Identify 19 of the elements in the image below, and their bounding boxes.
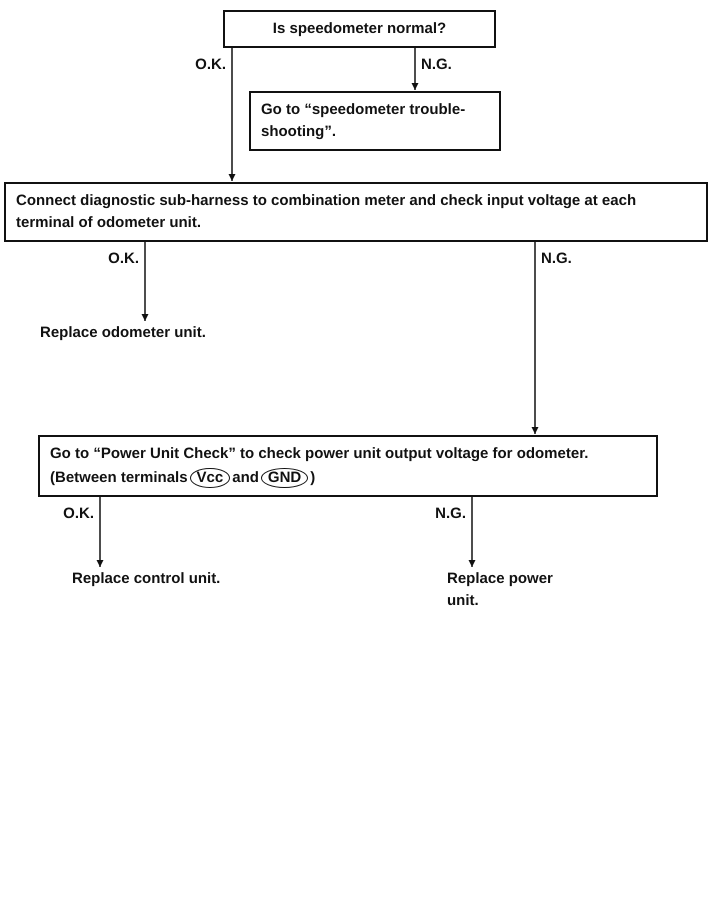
arrow	[532, 242, 538, 434]
text: and	[232, 469, 259, 486]
process-box: Connect diagnostic sub-harness to combination meter and check input voltage at each terminal of odometer unit.	[4, 182, 708, 242]
process-box: Go to “speedometer trouble-shooting”.	[249, 91, 501, 151]
text: (Between terminals	[50, 469, 188, 486]
arrow	[228, 48, 236, 181]
arrow	[412, 48, 418, 90]
result-text: Replace power unit.	[447, 568, 587, 612]
text: )	[310, 469, 316, 486]
arrow	[96, 497, 104, 567]
terminal-oval: GND	[260, 468, 308, 488]
arrow	[142, 242, 148, 321]
process-box	[38, 435, 658, 497]
terminal-oval: Vcc	[190, 468, 230, 488]
decision-box: Is speedometer normal?	[223, 10, 496, 48]
text: Go to “Power Unit Check” to check power unit output voltage for odometer.	[50, 444, 590, 464]
arrow	[468, 497, 476, 567]
result-text: Replace control unit.	[72, 568, 222, 590]
result-text: Replace odometer unit.	[40, 322, 260, 344]
